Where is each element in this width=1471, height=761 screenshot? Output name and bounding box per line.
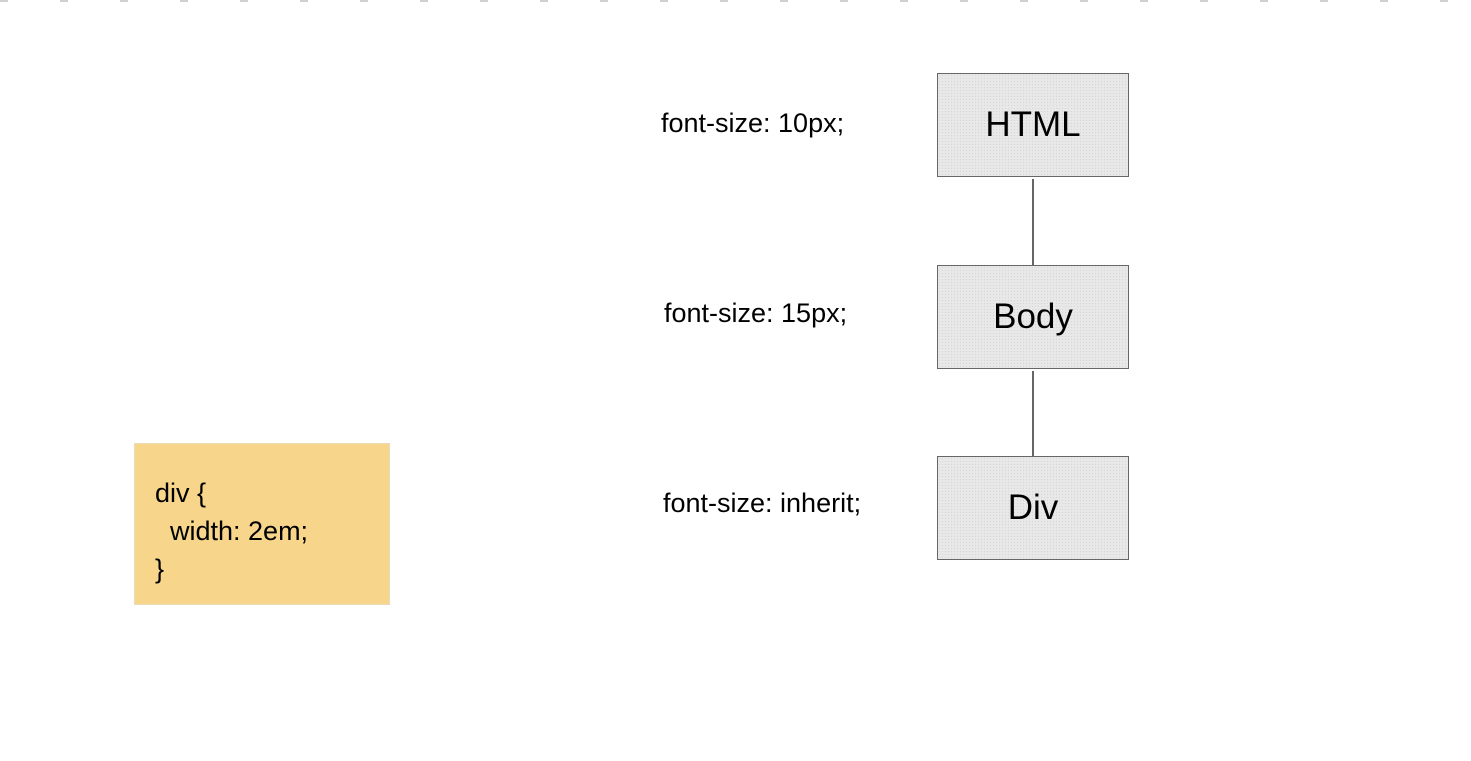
html-body-connector xyxy=(1032,179,1034,265)
html-node: HTML xyxy=(937,73,1129,177)
body-node-label: Body xyxy=(993,297,1073,336)
body-div-connector xyxy=(1032,371,1034,456)
css-code-card: div { width: 2em; } xyxy=(134,443,390,605)
div-font-size-label: font-size: inherit; xyxy=(663,488,862,518)
html-node-label: HTML xyxy=(985,105,1081,144)
code-line-close: } xyxy=(155,554,165,584)
code-line-declaration: width: 2em; xyxy=(155,516,309,546)
html-font-size-label: font-size: 10px; xyxy=(661,108,845,138)
top-dashed-edge xyxy=(0,0,1471,2)
body-node: Body xyxy=(937,265,1129,369)
div-node-label: Div xyxy=(1007,488,1059,527)
body-font-size-label: font-size: 15px; xyxy=(664,298,848,328)
div-node: Div xyxy=(937,456,1129,560)
code-line-selector: div { xyxy=(155,478,207,508)
